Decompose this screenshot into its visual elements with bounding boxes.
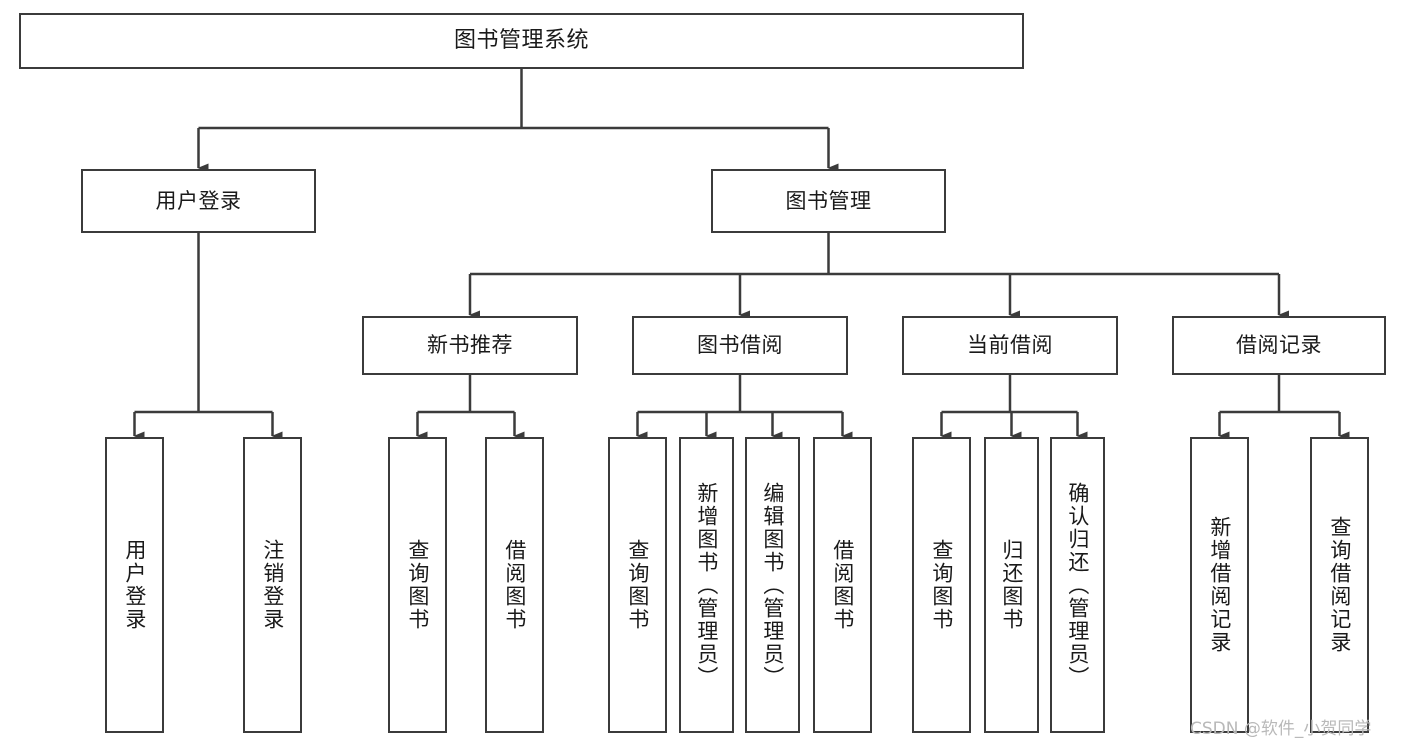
node-label: 编辑图书（管理员）	[760, 481, 785, 689]
node-leaf-rec-borrow[interactable]: 借阅图书	[485, 437, 544, 733]
node-leaf-bb-query[interactable]: 查询图书	[608, 437, 667, 733]
node-label: 图书借阅	[697, 333, 783, 358]
node-label: 查询图书	[625, 539, 650, 631]
node-new-book-rec[interactable]: 新书推荐	[362, 316, 578, 375]
node-label: 查询借阅记录	[1327, 516, 1352, 654]
node-leaf-bb-borrow[interactable]: 借阅图书	[813, 437, 872, 733]
node-leaf-br-add[interactable]: 新增借阅记录	[1190, 437, 1249, 733]
node-root[interactable]: 图书管理系统	[19, 13, 1024, 69]
node-current-borrow[interactable]: 当前借阅	[902, 316, 1118, 375]
node-label: 用户登录	[155, 188, 242, 213]
node-label: 当前借阅	[967, 333, 1053, 358]
edges	[133, 69, 1350, 441]
node-book-borrow[interactable]: 图书借阅	[632, 316, 848, 375]
node-leaf-br-query[interactable]: 查询借阅记录	[1310, 437, 1369, 733]
node-label: 新增图书（管理员）	[694, 481, 719, 689]
node-label: 新增借阅记录	[1207, 516, 1232, 654]
node-borrow-record[interactable]: 借阅记录	[1172, 316, 1386, 375]
node-label: 确认归还（管理员）	[1065, 481, 1090, 689]
node-leaf-cb-confirm[interactable]: 确认归还（管理员）	[1050, 437, 1105, 733]
node-label: 借阅记录	[1236, 333, 1322, 358]
node-label: 借阅图书	[502, 539, 527, 631]
node-leaf-bb-add[interactable]: 新增图书（管理员）	[679, 437, 734, 733]
node-leaf-user-logout[interactable]: 注销登录	[243, 437, 302, 733]
node-user-login[interactable]: 用户登录	[81, 169, 316, 233]
node-leaf-cb-return[interactable]: 归还图书	[984, 437, 1039, 733]
node-label: 注销登录	[260, 539, 285, 631]
node-label: 查询图书	[405, 539, 430, 631]
node-leaf-cb-query[interactable]: 查询图书	[912, 437, 971, 733]
node-label: 图书管理	[785, 188, 872, 213]
node-label: 查询图书	[929, 539, 954, 631]
node-label: 归还图书	[999, 539, 1024, 631]
node-leaf-bb-edit[interactable]: 编辑图书（管理员）	[745, 437, 800, 733]
node-label: 借阅图书	[830, 539, 855, 631]
node-leaf-user-login[interactable]: 用户登录	[105, 437, 164, 733]
node-book-manage[interactable]: 图书管理	[711, 169, 946, 233]
node-label: 新书推荐	[427, 333, 513, 358]
node-label: 用户登录	[122, 539, 147, 631]
node-label: 图书管理系统	[453, 28, 589, 54]
node-leaf-rec-query[interactable]: 查询图书	[388, 437, 447, 733]
watermark: CSDN @软件_小贺同学	[1190, 719, 1372, 739]
